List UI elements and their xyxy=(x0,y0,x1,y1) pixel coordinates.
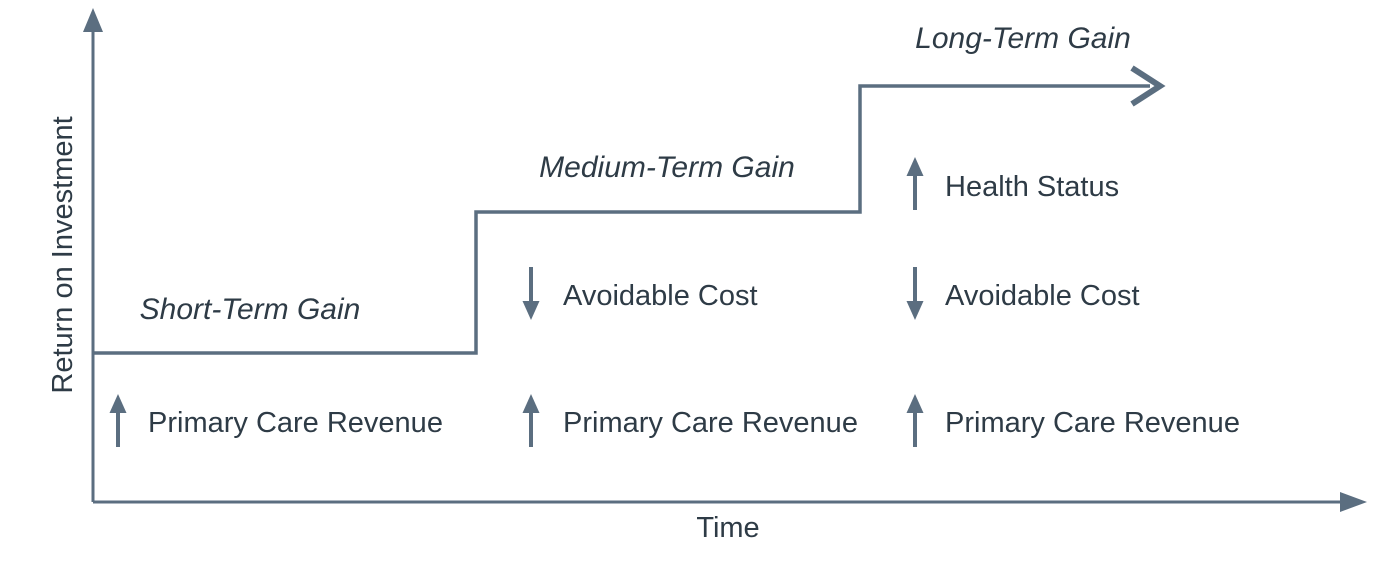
up-arrow-icon xyxy=(520,392,542,449)
x-axis-label: Time xyxy=(696,512,759,544)
diagram-item: Avoidable Cost xyxy=(520,265,758,322)
diagram-item: Health Status xyxy=(904,155,1119,212)
item-label: Primary Care Revenue xyxy=(563,407,858,439)
diagram-item: Avoidable Cost xyxy=(904,265,1140,322)
y-axis-label: Return on Investment xyxy=(47,116,79,393)
item-label: Primary Care Revenue xyxy=(945,407,1240,439)
diagram-item: Primary Care Revenue xyxy=(107,392,443,449)
y-axis-arrowhead-icon xyxy=(83,8,103,32)
item-label: Avoidable Cost xyxy=(563,280,758,312)
item-label: Primary Care Revenue xyxy=(148,407,443,439)
phase-title-medium-term: Medium-Term Gain xyxy=(539,151,795,184)
up-arrow-icon xyxy=(904,392,926,449)
up-arrow-icon xyxy=(107,392,129,449)
phase-title-short-term: Short-Term Gain xyxy=(140,293,361,326)
step-line-arrowhead-icon xyxy=(1130,65,1166,107)
down-arrow-icon xyxy=(520,265,542,322)
item-label: Avoidable Cost xyxy=(945,280,1140,312)
diagram-item: Primary Care Revenue xyxy=(904,392,1240,449)
up-arrow-icon xyxy=(904,155,926,212)
phase-title-long-term: Long-Term Gain xyxy=(915,22,1131,55)
down-arrow-icon xyxy=(904,265,926,322)
diagram-item: Primary Care Revenue xyxy=(520,392,858,449)
x-axis-arrowhead-icon xyxy=(1340,492,1367,512)
step-line xyxy=(93,84,1150,355)
item-label: Health Status xyxy=(945,171,1119,203)
